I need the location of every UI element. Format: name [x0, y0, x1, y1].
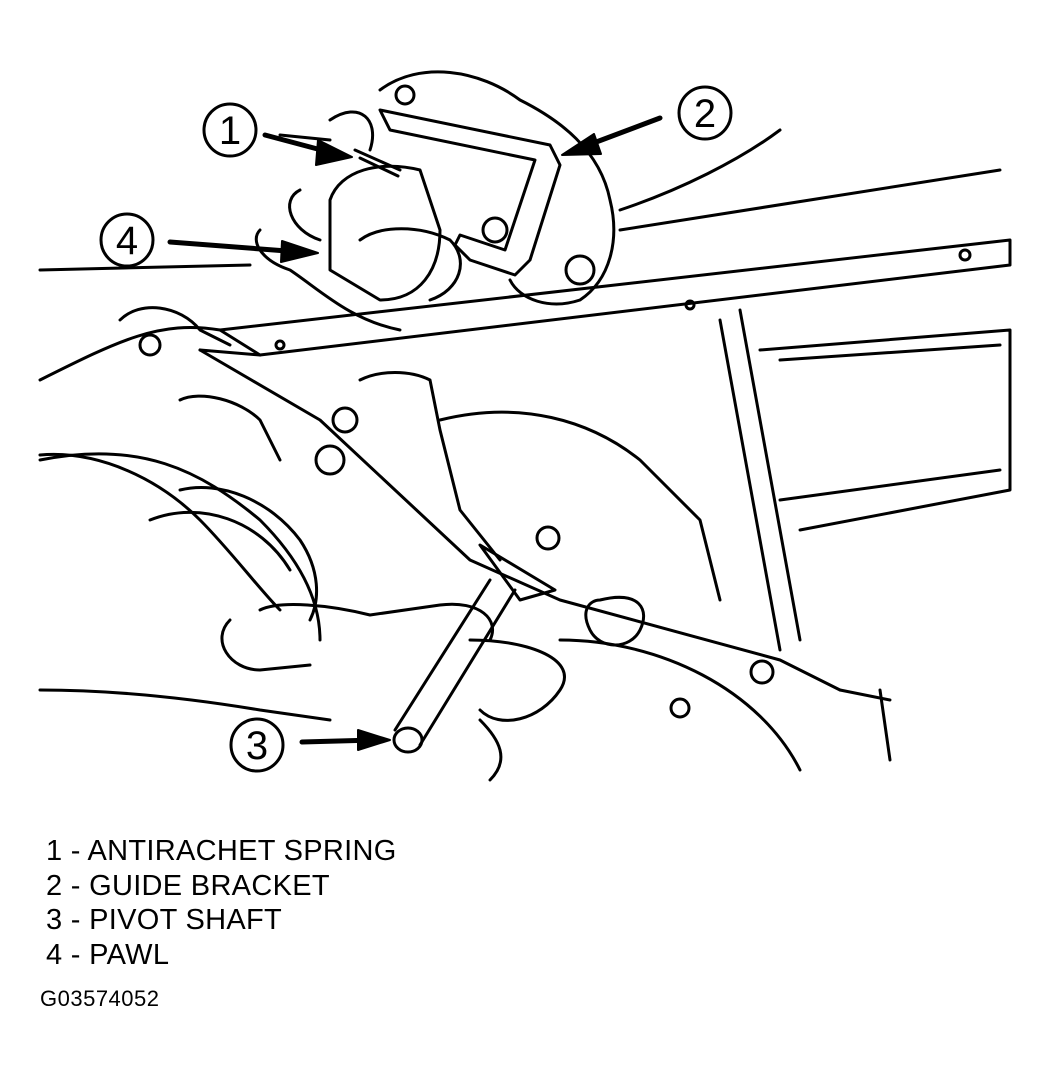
callout-1: 1	[202, 102, 353, 166]
parts-legend: 1 - ANTIRACHET SPRING 2 - GUIDE BRACKET …	[46, 834, 397, 972]
callout-4: 4	[99, 212, 319, 268]
callout-1-number: 1	[219, 109, 241, 153]
callout-3: 3	[229, 717, 391, 773]
callout-2-number: 2	[694, 92, 716, 136]
legend-item: 4 - PAWL	[46, 938, 170, 971]
callout-2: 2	[561, 85, 733, 156]
pawl-drawing	[328, 164, 462, 302]
figure-id: G03574052	[40, 986, 160, 1011]
pivot-shaft-drawing	[392, 543, 557, 754]
callout-3-number: 3	[246, 724, 268, 768]
antiratchet-spring-drawing	[353, 148, 402, 178]
transmission-case	[38, 238, 1012, 772]
lower-hand-drawing	[38, 452, 566, 782]
legend-item: 1 - ANTIRACHET SPRING	[46, 835, 397, 867]
legend-item: 3 - PIVOT SHAFT	[46, 904, 283, 936]
callout-4-number: 4	[116, 219, 138, 263]
guide-bracket-drawing	[378, 84, 596, 286]
upper-hand-drawing	[38, 70, 1002, 332]
legend-item: 2 - GUIDE BRACKET	[46, 869, 330, 902]
exploded-view-illustration: 1 2 3 4	[38, 70, 1012, 782]
